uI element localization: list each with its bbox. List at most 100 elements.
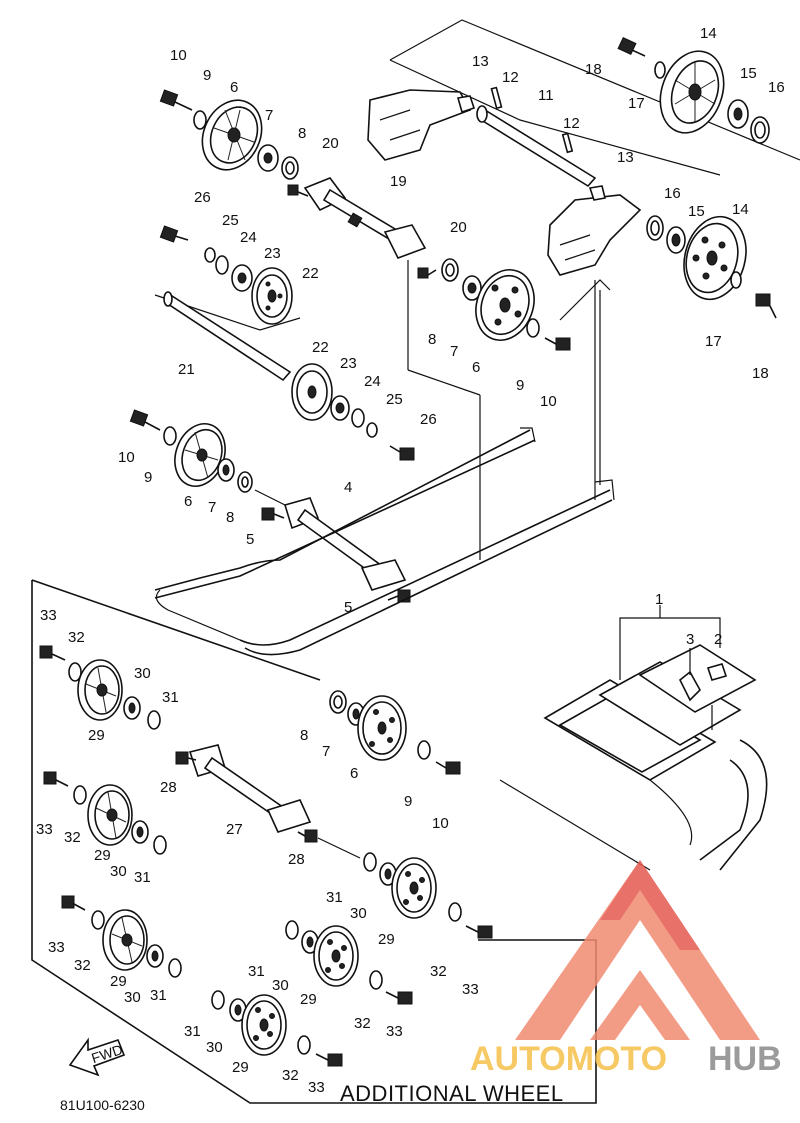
bolt-20-top xyxy=(287,184,309,197)
wheel-6-lower xyxy=(174,423,226,487)
bearing-30-d xyxy=(146,944,164,968)
automotohub-logo xyxy=(515,860,760,1040)
ring-16-top xyxy=(750,116,770,144)
callout-31: 31 xyxy=(184,1023,201,1040)
callout-31: 31 xyxy=(162,689,179,706)
bolt-18-middle xyxy=(755,293,777,319)
callout-28: 28 xyxy=(288,851,305,868)
bearing-23-top xyxy=(231,264,253,292)
callout-13: 13 xyxy=(617,149,634,166)
wheel-29-a xyxy=(77,659,123,721)
callout-9: 9 xyxy=(516,377,524,394)
bolt-10-lower xyxy=(129,409,161,431)
wheel-22-top xyxy=(251,267,293,325)
callout-21: 21 xyxy=(178,361,195,378)
logo-triangle-inner xyxy=(590,970,690,1040)
callout-23: 23 xyxy=(264,245,281,262)
wheel-22-bottom xyxy=(291,363,333,421)
pin-icon xyxy=(490,86,503,110)
callout-18: 18 xyxy=(585,61,602,78)
bearing-7-lower xyxy=(217,458,235,482)
ring-31-d xyxy=(168,958,182,978)
callout-6: 6 xyxy=(230,79,238,96)
callout-4: 4 xyxy=(344,479,352,496)
callout-15: 15 xyxy=(740,65,757,82)
callout-10: 10 xyxy=(540,393,557,410)
callout-24: 24 xyxy=(240,229,257,246)
bearing-23-bottom xyxy=(330,395,350,421)
bolt-33-b xyxy=(43,771,69,787)
bolt-18-top xyxy=(617,36,646,57)
ring-31-e xyxy=(285,920,299,940)
callout-11: 11 xyxy=(538,87,554,104)
bolt-28-a xyxy=(175,751,197,765)
callout-5: 5 xyxy=(246,531,254,548)
callout-17: 17 xyxy=(705,333,722,350)
ring-8-box xyxy=(329,690,347,714)
callout-23: 23 xyxy=(340,355,357,372)
washer-17-top xyxy=(654,61,666,79)
diagram-code: 81U100-6230 xyxy=(60,1097,145,1113)
logo-text-auto-moto: AUTOMOTO xyxy=(470,1040,667,1078)
ring-8-top xyxy=(281,156,299,180)
washer-17-middle xyxy=(730,271,742,289)
callout-32: 32 xyxy=(68,629,85,646)
callout-30: 30 xyxy=(272,977,289,994)
bolt-5-upper xyxy=(261,507,285,521)
washer-9-middle xyxy=(526,318,540,338)
ring-31-c xyxy=(363,852,377,872)
rear-bracket-left xyxy=(367,89,472,161)
slide-rails xyxy=(154,427,615,656)
callout-16: 16 xyxy=(768,79,785,96)
track-clip-2 xyxy=(706,663,728,681)
callout-33: 33 xyxy=(48,939,65,956)
callout-7: 7 xyxy=(265,107,273,124)
callout-2: 2 xyxy=(714,631,722,648)
wheel-6-middle xyxy=(475,269,535,341)
callout-33: 33 xyxy=(386,1023,403,1040)
callout-29: 29 xyxy=(110,973,127,990)
ring-24-bottom xyxy=(351,408,365,428)
callout-3: 3 xyxy=(686,631,694,648)
callout-17: 17 xyxy=(628,95,645,112)
wheel-14-top xyxy=(659,50,725,134)
callout-7: 7 xyxy=(208,499,216,516)
callout-20: 20 xyxy=(322,135,339,152)
bolt-10-middle xyxy=(544,337,571,351)
wheel-29-b xyxy=(87,784,133,846)
callout-12: 12 xyxy=(502,69,519,86)
callout-19: 19 xyxy=(390,173,407,190)
bolt-33-c xyxy=(61,895,86,911)
axle-27 xyxy=(188,744,312,833)
callout-9: 9 xyxy=(203,67,211,84)
callout-10: 10 xyxy=(170,47,187,64)
callout-15: 15 xyxy=(688,203,705,220)
callout-26: 26 xyxy=(420,411,437,428)
pin-icon xyxy=(561,132,574,154)
callout-9: 9 xyxy=(144,469,152,486)
callout-10: 10 xyxy=(118,449,135,466)
callout-8: 8 xyxy=(300,727,308,744)
callout-28: 28 xyxy=(160,779,177,796)
callout-8: 8 xyxy=(226,509,234,526)
ring-31-a xyxy=(147,710,161,730)
washer-32-f xyxy=(297,1035,311,1055)
ring-16-middle xyxy=(646,215,664,241)
bearing-15-top xyxy=(727,99,749,129)
callout-31: 31 xyxy=(248,963,265,980)
callout-29: 29 xyxy=(94,847,111,864)
callout-31: 31 xyxy=(134,869,151,886)
callout-33: 33 xyxy=(40,607,57,624)
bearing-7-middle xyxy=(462,275,482,301)
bolt-20-middle xyxy=(417,267,437,279)
callout-33: 33 xyxy=(36,821,53,838)
washer-32-d xyxy=(448,902,462,922)
bolt-33-a xyxy=(39,645,66,661)
callout-31: 31 xyxy=(150,987,167,1004)
bolt-10-box xyxy=(435,761,461,775)
clip-icon xyxy=(588,185,606,201)
callout-25: 25 xyxy=(222,212,239,229)
callout-14: 14 xyxy=(700,25,717,42)
washer-32-c xyxy=(91,910,105,930)
